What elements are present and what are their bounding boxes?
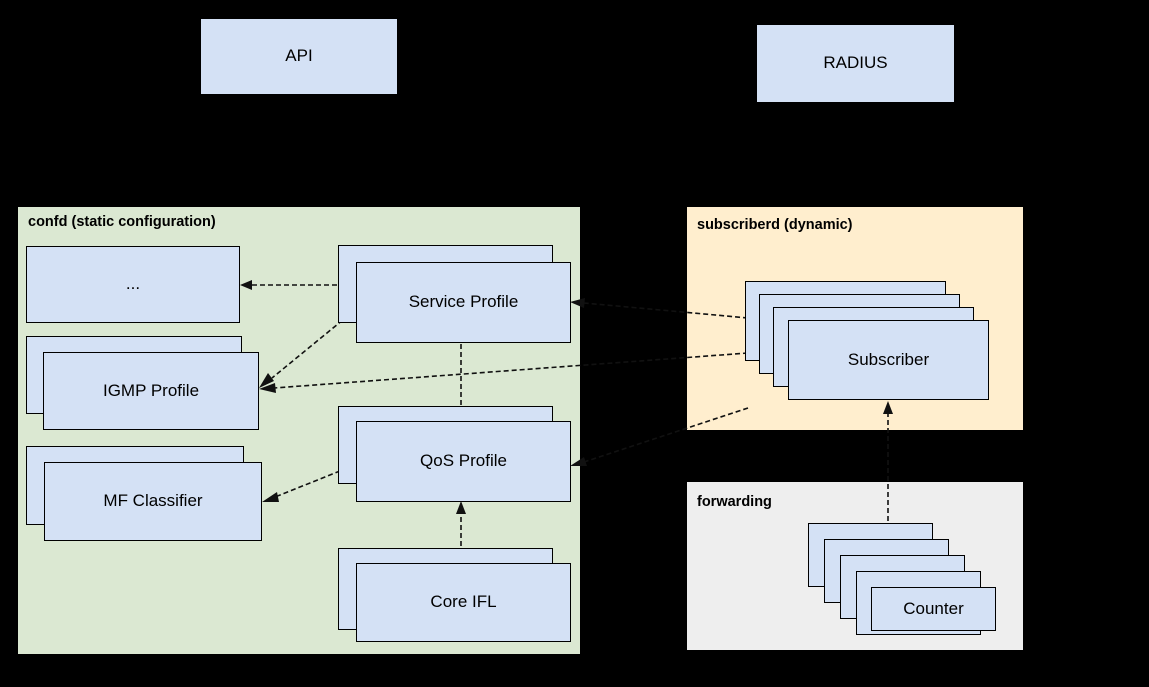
node-service-profile[interactable]: Service Profile xyxy=(356,262,571,343)
node-ellipsis[interactable]: ... xyxy=(26,246,240,323)
node-counter-label: Counter xyxy=(903,598,964,618)
node-subscriber-label: Subscriber xyxy=(847,349,930,369)
node-igmp-profile[interactable]: IGMP Profile xyxy=(43,352,259,430)
node-api-label: API xyxy=(285,46,313,66)
panel-forwarding-title: forwarding xyxy=(697,494,772,510)
node-igmp-profile-label: IGMP Profile xyxy=(102,380,200,400)
node-core-ifl-label: Core IFL xyxy=(430,592,497,612)
node-qos-profile-label: QoS Profile xyxy=(420,451,507,471)
node-qos-profile[interactable]: QoS Profile xyxy=(356,421,571,502)
node-subscriber[interactable]: Subscriber xyxy=(788,320,989,400)
panel-subscriberd-title: subscriberd (dynamic) xyxy=(697,217,853,233)
panel-confd-title: confd (static configuration) xyxy=(28,214,216,230)
node-counter[interactable]: Counter xyxy=(871,587,996,631)
node-radius-label: RADIUS xyxy=(823,53,888,73)
node-service-profile-label: Service Profile xyxy=(408,292,519,312)
node-ellipsis-label: ... xyxy=(125,274,141,294)
node-core-ifl[interactable]: Core IFL xyxy=(356,563,571,642)
node-api[interactable]: API xyxy=(200,18,398,95)
node-radius[interactable]: RADIUS xyxy=(756,24,955,103)
node-mf-classifier[interactable]: MF Classifier xyxy=(44,462,262,541)
node-mf-classifier-label: MF Classifier xyxy=(103,491,203,511)
